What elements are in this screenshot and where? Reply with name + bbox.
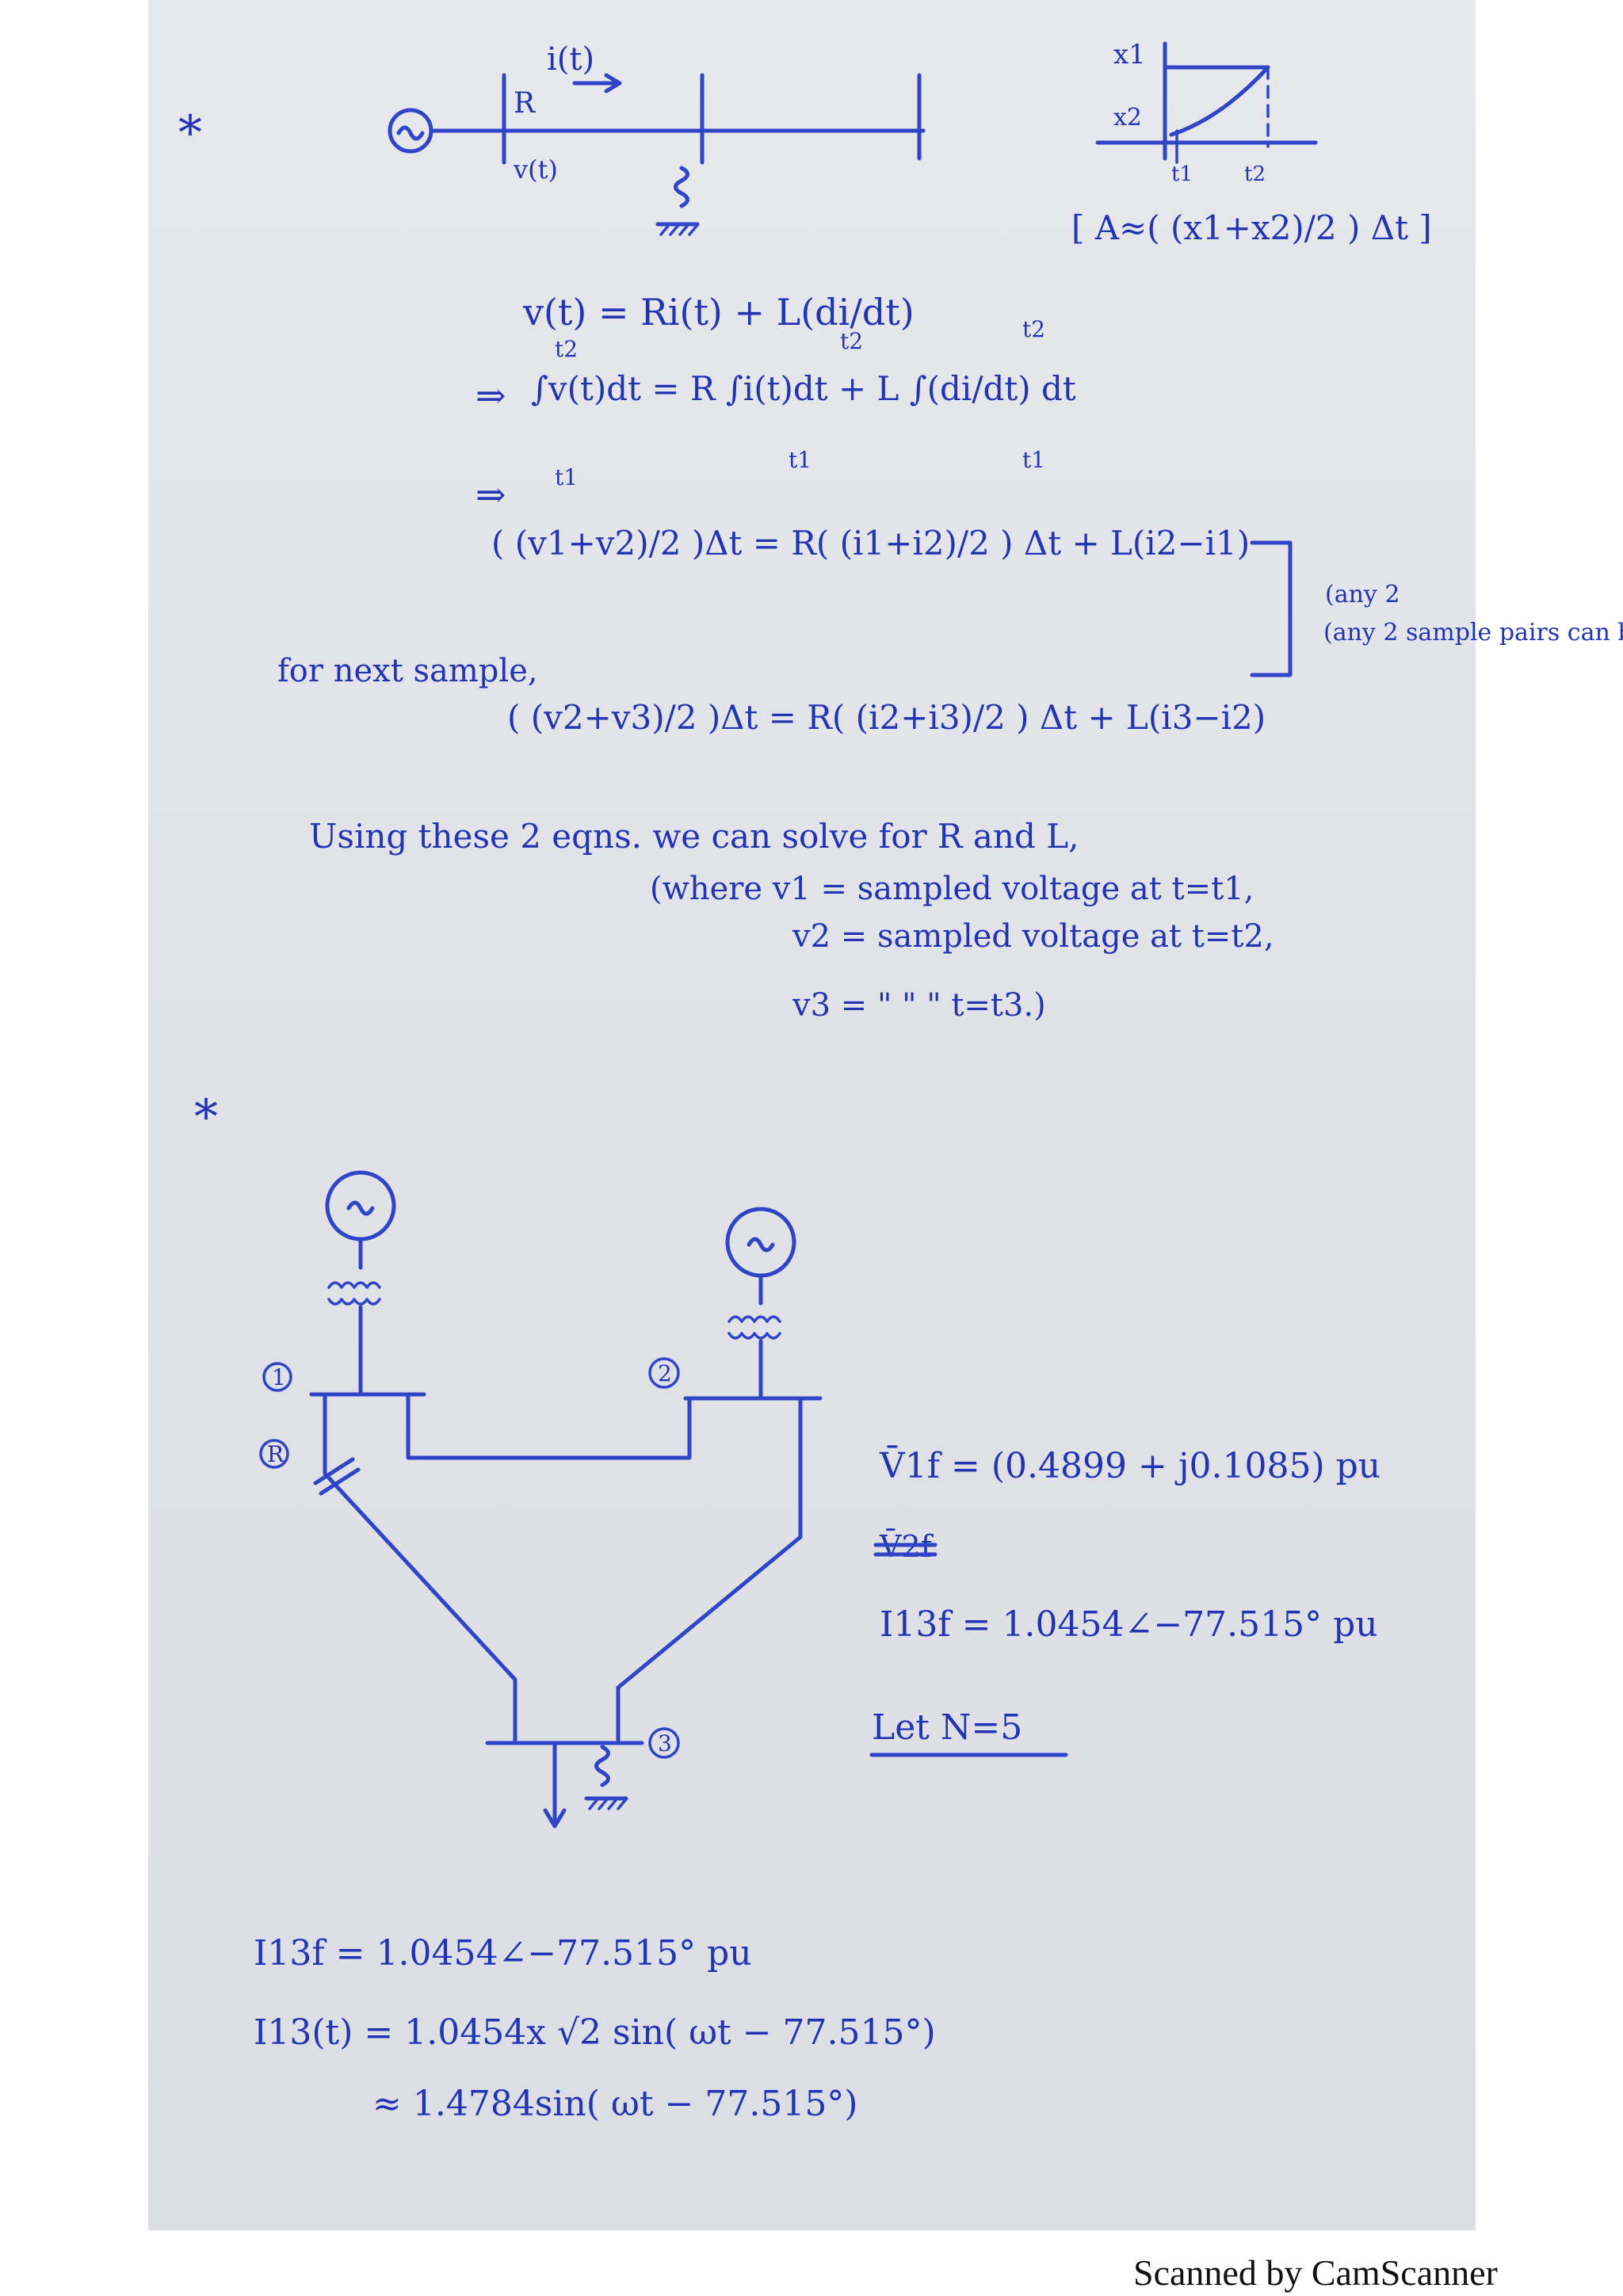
integral-upper-limit-3: t2: [1022, 316, 1045, 342]
graph-x2-label: x2: [1113, 104, 1142, 132]
trapezoid-graph: x1 x2 t1 t2 [ A≈( (x1+x2)/2 ) Δt ]: [1071, 39, 1432, 247]
transformer-2-lower: [727, 1332, 781, 1340]
solve-text: Using these 2 eqns. we can solve for R a…: [309, 817, 1079, 856]
fault-symbol: [674, 166, 689, 208]
line-1-3: [323, 1392, 517, 1745]
line-2-3: [616, 1396, 803, 1745]
where-line-3: v3 = " " " t=t3.): [792, 987, 1046, 1024]
transformer-2-upper: [727, 1315, 781, 1323]
arrow-head-icon: [604, 73, 622, 93]
graph-t1-label: t1: [1171, 162, 1193, 186]
sine-icon: [396, 125, 425, 141]
integral-lower-limit: t1: [555, 464, 578, 490]
bus-3-circle: [648, 1727, 680, 1759]
bus-1-circle: [262, 1362, 292, 1392]
equation-2: ∫v(t)dt = R ∫i(t)dt + L ∫(di/dt) dt: [531, 369, 1076, 408]
breaker-slash-1: [313, 1457, 355, 1486]
asterisk-mark-2: *: [194, 1089, 218, 1145]
relay-label: R: [267, 1441, 285, 1467]
circuit-2: 1 R 2 3: [259, 1170, 823, 1829]
let-n-text: Let N=5: [872, 1707, 1022, 1748]
implies-2: ⇒: [475, 473, 506, 516]
where-line-2: v2 = sampled voltage at t=t2,: [792, 918, 1274, 955]
integral-lower-limit-3: t1: [1022, 447, 1045, 473]
equation-1: v(t) = Ri(t) + L(di/dt): [522, 291, 915, 334]
bus-2-circle: [648, 1357, 680, 1389]
bracket-note: (any 2 (any 2 sample pairs can be chosen…: [1323, 581, 1623, 646]
breaker-slash-2: [319, 1467, 361, 1496]
circuit-1: i(t) R v(t): [388, 41, 926, 236]
equation-block: v(t) = Ri(t) + L(di/dt) ⇒ t2 t2 t2 ∫v(t)…: [277, 291, 1623, 1024]
bottom-line-1: I13f = 1.0454∠−77.515° pu: [254, 1933, 752, 1974]
fault-values: V̄1f = (0.4899 + j0.1085) pu V̄2f I13f =…: [869, 1444, 1381, 1757]
graph-curve: [1169, 65, 1270, 137]
voltage-label: v(t): [513, 154, 558, 185]
asterisk-mark: *: [178, 105, 202, 161]
i13-fault-value: I13f = 1.0454∠−77.515° pu: [880, 1604, 1378, 1645]
fault-symbol-2: [594, 1745, 610, 1787]
line-1-2: [406, 1392, 692, 1460]
equation-3: ( (v1+v2)/2 )Δt = R( (i1+i2)/2 ) Δt + L(…: [491, 524, 1250, 563]
bus-2-number: 2: [658, 1360, 672, 1386]
current-label: i(t): [547, 41, 594, 78]
area-formula: [ A≈( (x1+x2)/2 ) Δt ]: [1071, 208, 1432, 247]
transformer-1-upper: [327, 1281, 381, 1289]
equation-4: ( (v2+v3)/2 )Δt = R( (i2+i3)/2 ) Δt + L(…: [507, 698, 1266, 737]
bottom-derivation: I13f = 1.0454∠−77.515° pu I13(t) = 1.045…: [254, 1933, 936, 2124]
bottom-line-2: I13(t) = 1.0454x √2 sin( ωt − 77.515°): [254, 2012, 936, 2053]
ground-icon: [659, 223, 699, 236]
scanner-watermark: Scanned by CamScanner: [1133, 2252, 1498, 2293]
load-arrow-icon: [543, 1808, 567, 1829]
resistor-label: R: [514, 87, 536, 120]
v1-fault-value: V̄1f = (0.4899 + j0.1085) pu: [879, 1444, 1381, 1486]
graph-t2-label: t2: [1244, 162, 1266, 186]
bracket: [1250, 540, 1293, 677]
graph-x1-label: x1: [1113, 39, 1146, 71]
bus-1-number: 1: [272, 1364, 286, 1390]
implies-1: ⇒: [475, 374, 506, 417]
bus-3-number: 3: [658, 1730, 672, 1756]
sine-icon-2: [747, 1237, 775, 1253]
integral-lower-limit-2: t1: [789, 447, 812, 473]
where-line-1: (where v1 = sampled voltage at t=t1,: [650, 871, 1254, 907]
integral-upper-limit-2: t2: [840, 328, 863, 354]
integral-upper-limit: t2: [555, 336, 578, 362]
bottom-line-3: ≈ 1.4784sin( ωt − 77.515°): [372, 2084, 857, 2124]
notebook-page: [148, 0, 1476, 2230]
sine-icon-1: [346, 1200, 375, 1216]
next-sample-label: for next sample,: [277, 653, 538, 689]
transformer-1-lower: [327, 1298, 381, 1306]
relay-circle: [259, 1439, 289, 1469]
ground-icon-2: [588, 1798, 628, 1810]
